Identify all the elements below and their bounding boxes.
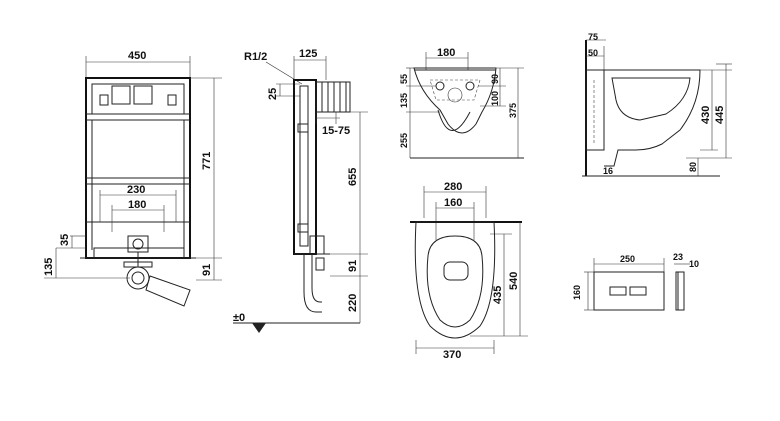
floor-level-label: ±0 xyxy=(233,312,245,324)
side-height-label: 655 xyxy=(347,168,359,186)
bowl-front-view: 180 55 135 255 90 100 375 xyxy=(399,47,524,159)
frame-height-label: 771 xyxy=(201,152,213,170)
plate-depth-b-label: 10 xyxy=(689,259,699,269)
bowl-top-c-label: 90 xyxy=(490,74,500,84)
frame-spacing-inner-label: 180 xyxy=(128,199,146,211)
bowl-base-label: 16 xyxy=(603,166,613,176)
frame-bottom-offset-label: 135 xyxy=(43,258,55,276)
frame-spacing-outer-label: 230 xyxy=(127,184,145,196)
bowl-height-b-label: 445 xyxy=(714,106,726,124)
side-drain-label: 91 xyxy=(347,260,359,272)
bowl-length-b-label: 540 xyxy=(508,272,520,290)
frame-front-view: 450 771 91 230 180 xyxy=(43,50,360,333)
cistern-ribbing xyxy=(321,82,347,112)
frame-side-view: R1/2 125 25 15-75 xyxy=(244,48,368,323)
floor-drain-label: 220 xyxy=(347,294,359,312)
thread-size-label: R1/2 xyxy=(244,51,267,63)
pipe-size-label: 25 xyxy=(267,88,279,100)
bowl-lower-label: 255 xyxy=(399,133,409,148)
bowl-bottom-label: 80 xyxy=(688,162,698,172)
bowl-height-a-label: 430 xyxy=(700,106,712,124)
adjust-range-label: 15-75 xyxy=(322,125,350,137)
bowl-top-a-label: 55 xyxy=(399,74,409,84)
frame-rail-height-label: 35 xyxy=(59,234,71,246)
frame-width-label: 450 xyxy=(128,50,146,62)
bowl-top-b-label: 135 xyxy=(399,93,409,108)
plate-depth-a-label: 23 xyxy=(673,252,683,262)
bowl-mid-label: 100 xyxy=(490,91,500,106)
frame-depth-label: 91 xyxy=(201,264,213,276)
bowl-back-b-label: 50 xyxy=(588,48,598,58)
bowl-front-width-label: 180 xyxy=(437,47,455,59)
plate-width-label: 250 xyxy=(620,254,635,264)
bowl-back-a-label: 75 xyxy=(588,32,598,42)
bowl-top-width-outer-label: 280 xyxy=(444,181,462,193)
bowl-side-view: 75 50 430 445 80 16 xyxy=(582,32,732,177)
bowl-base-width-label: 370 xyxy=(443,349,461,361)
plate-height-label: 160 xyxy=(572,285,582,300)
side-width-label: 125 xyxy=(299,48,317,60)
flush-plate: 250 160 23 10 xyxy=(572,252,699,311)
bowl-length-a-label: 435 xyxy=(492,286,504,304)
bowl-total-label: 375 xyxy=(508,103,518,118)
bowl-top-view: 280 160 435 540 370 xyxy=(410,181,528,361)
bowl-top-width-inner-label: 160 xyxy=(444,197,462,209)
